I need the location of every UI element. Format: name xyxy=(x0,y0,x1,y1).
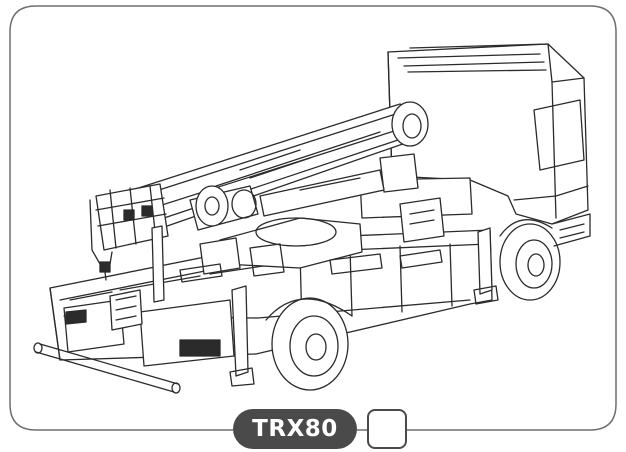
select-checkbox[interactable] xyxy=(367,409,407,449)
model-label-badge: TRX80 xyxy=(233,409,357,449)
model-label: TRX80 xyxy=(252,416,338,442)
truck-illustration xyxy=(33,43,591,394)
